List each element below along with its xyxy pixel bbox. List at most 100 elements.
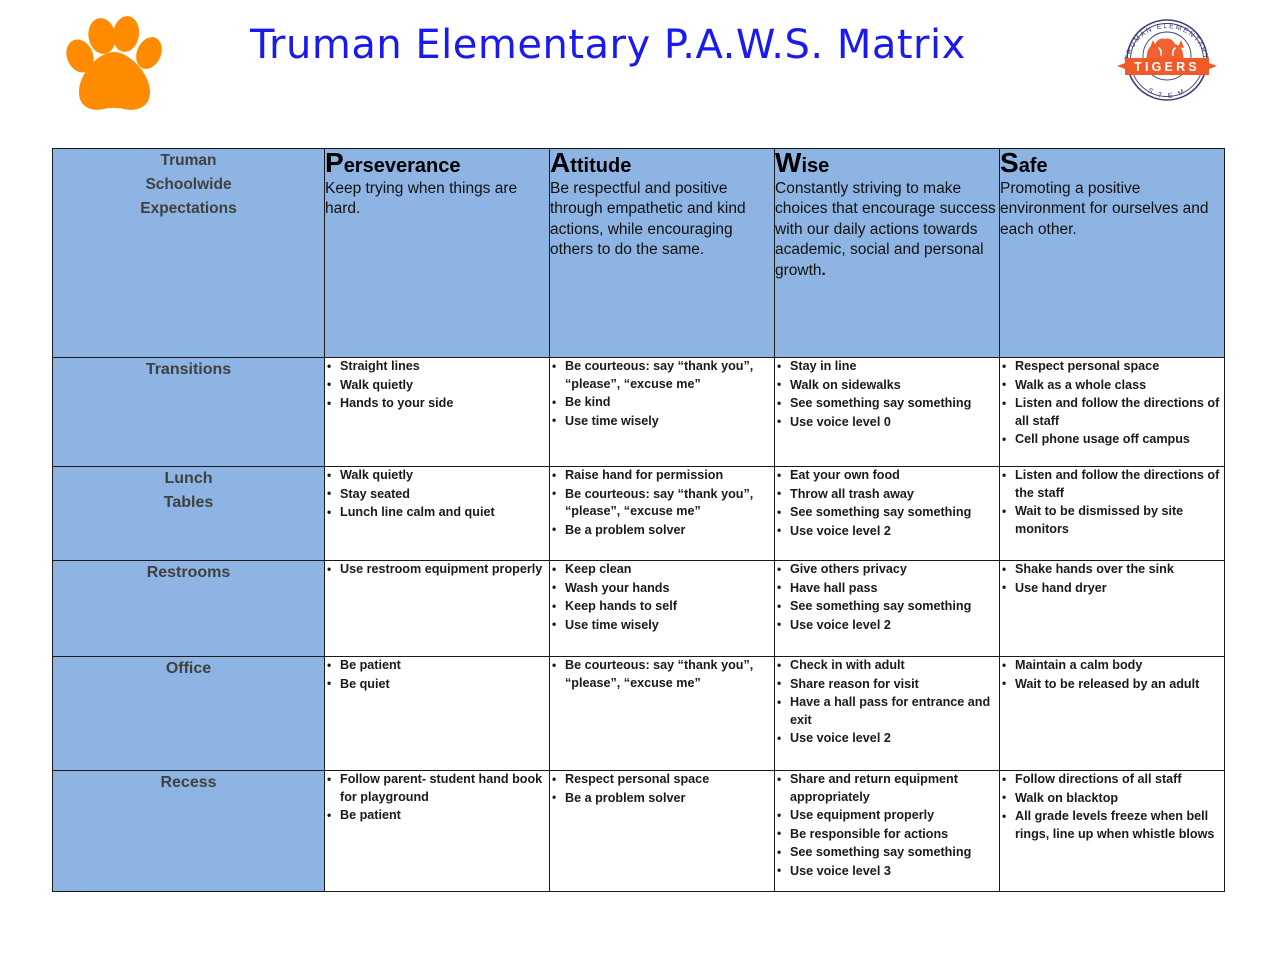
expectation-item: Use voice level 0 [775, 413, 999, 432]
matrix-cell: Check in with adultShare reason for visi… [774, 656, 1000, 771]
expectation-item: Use hand dryer [1000, 579, 1224, 598]
expectation-list: Use restroom equipment properly [325, 561, 549, 579]
matrix-row: OfficeBe patientBe quietBe courteous: sa… [52, 656, 1225, 771]
expectation-item: Walk on sidewalks [775, 376, 999, 395]
expectation-item: Be courteous: say “thank you”, “please”,… [550, 485, 774, 521]
row-label-line: Recess [160, 774, 217, 791]
expectation-list: Listen and follow the directions of the … [1000, 467, 1224, 538]
logo-banner-text: TIGERS [1134, 60, 1200, 74]
expectation-item: Be patient [325, 807, 549, 825]
expectation-item: Use voice level 2 [775, 616, 999, 635]
expectation-item: Be kind [550, 394, 774, 412]
expectation-item: Use time wisely [550, 616, 774, 635]
expectation-list: Give others privacyHave hall passSee som… [775, 561, 999, 634]
column-word-rest: afe [1018, 155, 1048, 177]
expectation-item: Cell phone usage off campus [1000, 431, 1224, 449]
expectation-item: Be patient [325, 657, 549, 675]
column-description: Constantly striving to make choices that… [775, 180, 996, 279]
column-description: Keep trying when things are hard. [325, 180, 518, 218]
column-word: Safe [1000, 149, 1224, 177]
expectation-item: Shake hands over the sink [1000, 561, 1224, 579]
row-label-line: Tables [163, 494, 214, 511]
logo-arc-bottom: S T E M [1146, 87, 1185, 100]
expectation-item: Use equipment properly [775, 807, 999, 825]
matrix-cell: Keep cleanWash your handsKeep hands to s… [549, 560, 775, 657]
matrix-row: Restrooms Use restroom equipment properly… [52, 560, 1225, 657]
column-word-rest: ise [801, 155, 830, 177]
matrix-cell: Be courteous: say “thank you”, “please”,… [549, 656, 775, 771]
expectation-item: Share and return equipment appropriately [775, 771, 999, 806]
expectation-item: Lunch line calm and quiet [325, 504, 549, 522]
expectation-item: Straight lines [325, 358, 549, 376]
expectation-item: See something say something [775, 395, 999, 413]
matrix-cell: Walk quietlyStay seatedLunch line calm a… [324, 466, 550, 561]
expectation-list: Follow parent- student hand book for pla… [325, 771, 549, 825]
row-label-line: Restrooms [146, 564, 231, 581]
matrix-cell: Follow directions of all staffWalk on bl… [999, 770, 1225, 892]
matrix-cell: Stay in lineWalk on sidewalksSee somethi… [774, 357, 1000, 467]
matrix-cell: Straight linesWalk quietlyHands to your … [324, 357, 550, 467]
matrix-cell: Respect personal spaceWalk as a whole cl… [999, 357, 1225, 467]
expectation-list: Maintain a calm bodyWait to be released … [1000, 657, 1224, 693]
page-header: Truman Elementary P.A.W.S. Matrix TRUMAN… [0, 0, 1275, 130]
expectation-item: Use time wisely [550, 412, 774, 431]
expectation-item: Throw all trash away [775, 485, 999, 504]
expectation-item: See something say something [775, 844, 999, 862]
svg-text:S T E M: S T E M [1146, 87, 1187, 100]
column-word: Wise [775, 149, 999, 177]
column-description: Promoting a positive environment for our… [1000, 180, 1209, 238]
expectation-list: Keep cleanWash your handsKeep hands to s… [550, 561, 774, 634]
column-word-rest: erseverance [343, 155, 461, 177]
expectation-item: Have hall pass [775, 579, 999, 598]
expectation-item: Share reason for visit [775, 675, 999, 694]
matrix-cell: Shake hands over the sinkUse hand dryer [999, 560, 1225, 657]
expectation-item: Wait to be released by an adult [1000, 675, 1224, 694]
expectation-item: Have a hall pass for entrance and exit [775, 694, 999, 729]
expectation-list: Respect personal spaceWalk as a whole cl… [1000, 358, 1224, 449]
expectation-list: Check in with adultShare reason for visi… [775, 657, 999, 748]
corner-label-line: Expectations [140, 200, 237, 218]
column-word-rest: ttitude [570, 155, 632, 177]
matrix-cell: Maintain a calm bodyWait to be released … [999, 656, 1225, 771]
expectation-item: Respect personal space [1000, 358, 1224, 376]
expectation-item: Listen and follow the directions of the … [1000, 467, 1224, 502]
expectation-item: Stay in line [775, 358, 999, 376]
expectation-item: Be courteous: say “thank you”, “please”,… [550, 358, 774, 393]
matrix-row: Recess Follow parent- student hand book f… [52, 770, 1225, 892]
expectation-list: Share and return equipment appropriately… [775, 771, 999, 880]
expectation-item: Use voice level 2 [775, 730, 999, 748]
matrix-cell: Follow parent- student hand book for pla… [324, 770, 550, 892]
expectation-list: Walk quietlyStay seatedLunch line calm a… [325, 467, 549, 522]
expectation-item: Walk as a whole class [1000, 376, 1224, 395]
expectation-list: Shake hands over the sinkUse hand dryer [1000, 561, 1224, 597]
expectation-list: Eat your own foodThrow all trash awaySee… [775, 467, 999, 540]
column-word: Perseverance [325, 149, 549, 177]
expectation-item: See something say something [775, 598, 999, 616]
expectation-item: Use voice level 3 [775, 862, 999, 881]
expectation-item: Walk quietly [325, 467, 549, 485]
expectation-list: Be courteous: say “thank you”, “please”,… [550, 657, 774, 692]
expectation-item: Be quiet [325, 675, 549, 694]
expectation-item: Eat your own food [775, 467, 999, 485]
expectation-item: See something say something [775, 504, 999, 522]
matrix-cell: Be patientBe quiet [324, 656, 550, 771]
expectation-item: Use restroom equipment properly [325, 561, 549, 579]
expectation-list: Follow directions of all staffWalk on bl… [1000, 771, 1224, 843]
expectation-item: Be responsible for actions [775, 825, 999, 844]
expectation-list: Straight linesWalk quietlyHands to your … [325, 358, 549, 413]
expectation-list: Be courteous: say “thank you”, “please”,… [550, 358, 774, 430]
matrix-cell: Use restroom equipment properly [324, 560, 550, 657]
corner-label-line: Truman [160, 152, 217, 169]
expectation-item: Give others privacy [775, 561, 999, 579]
expectation-item: Listen and follow the directions of all … [1000, 395, 1224, 430]
column-description: Be respectful and positive through empat… [550, 180, 746, 259]
expectation-item: Keep clean [550, 561, 774, 579]
expectation-item: Check in with adult [775, 657, 999, 675]
matrix-cell: Raise hand for permissionBe courteous: s… [549, 466, 775, 561]
matrix-cell: Give others privacyHave hall passSee som… [774, 560, 1000, 657]
